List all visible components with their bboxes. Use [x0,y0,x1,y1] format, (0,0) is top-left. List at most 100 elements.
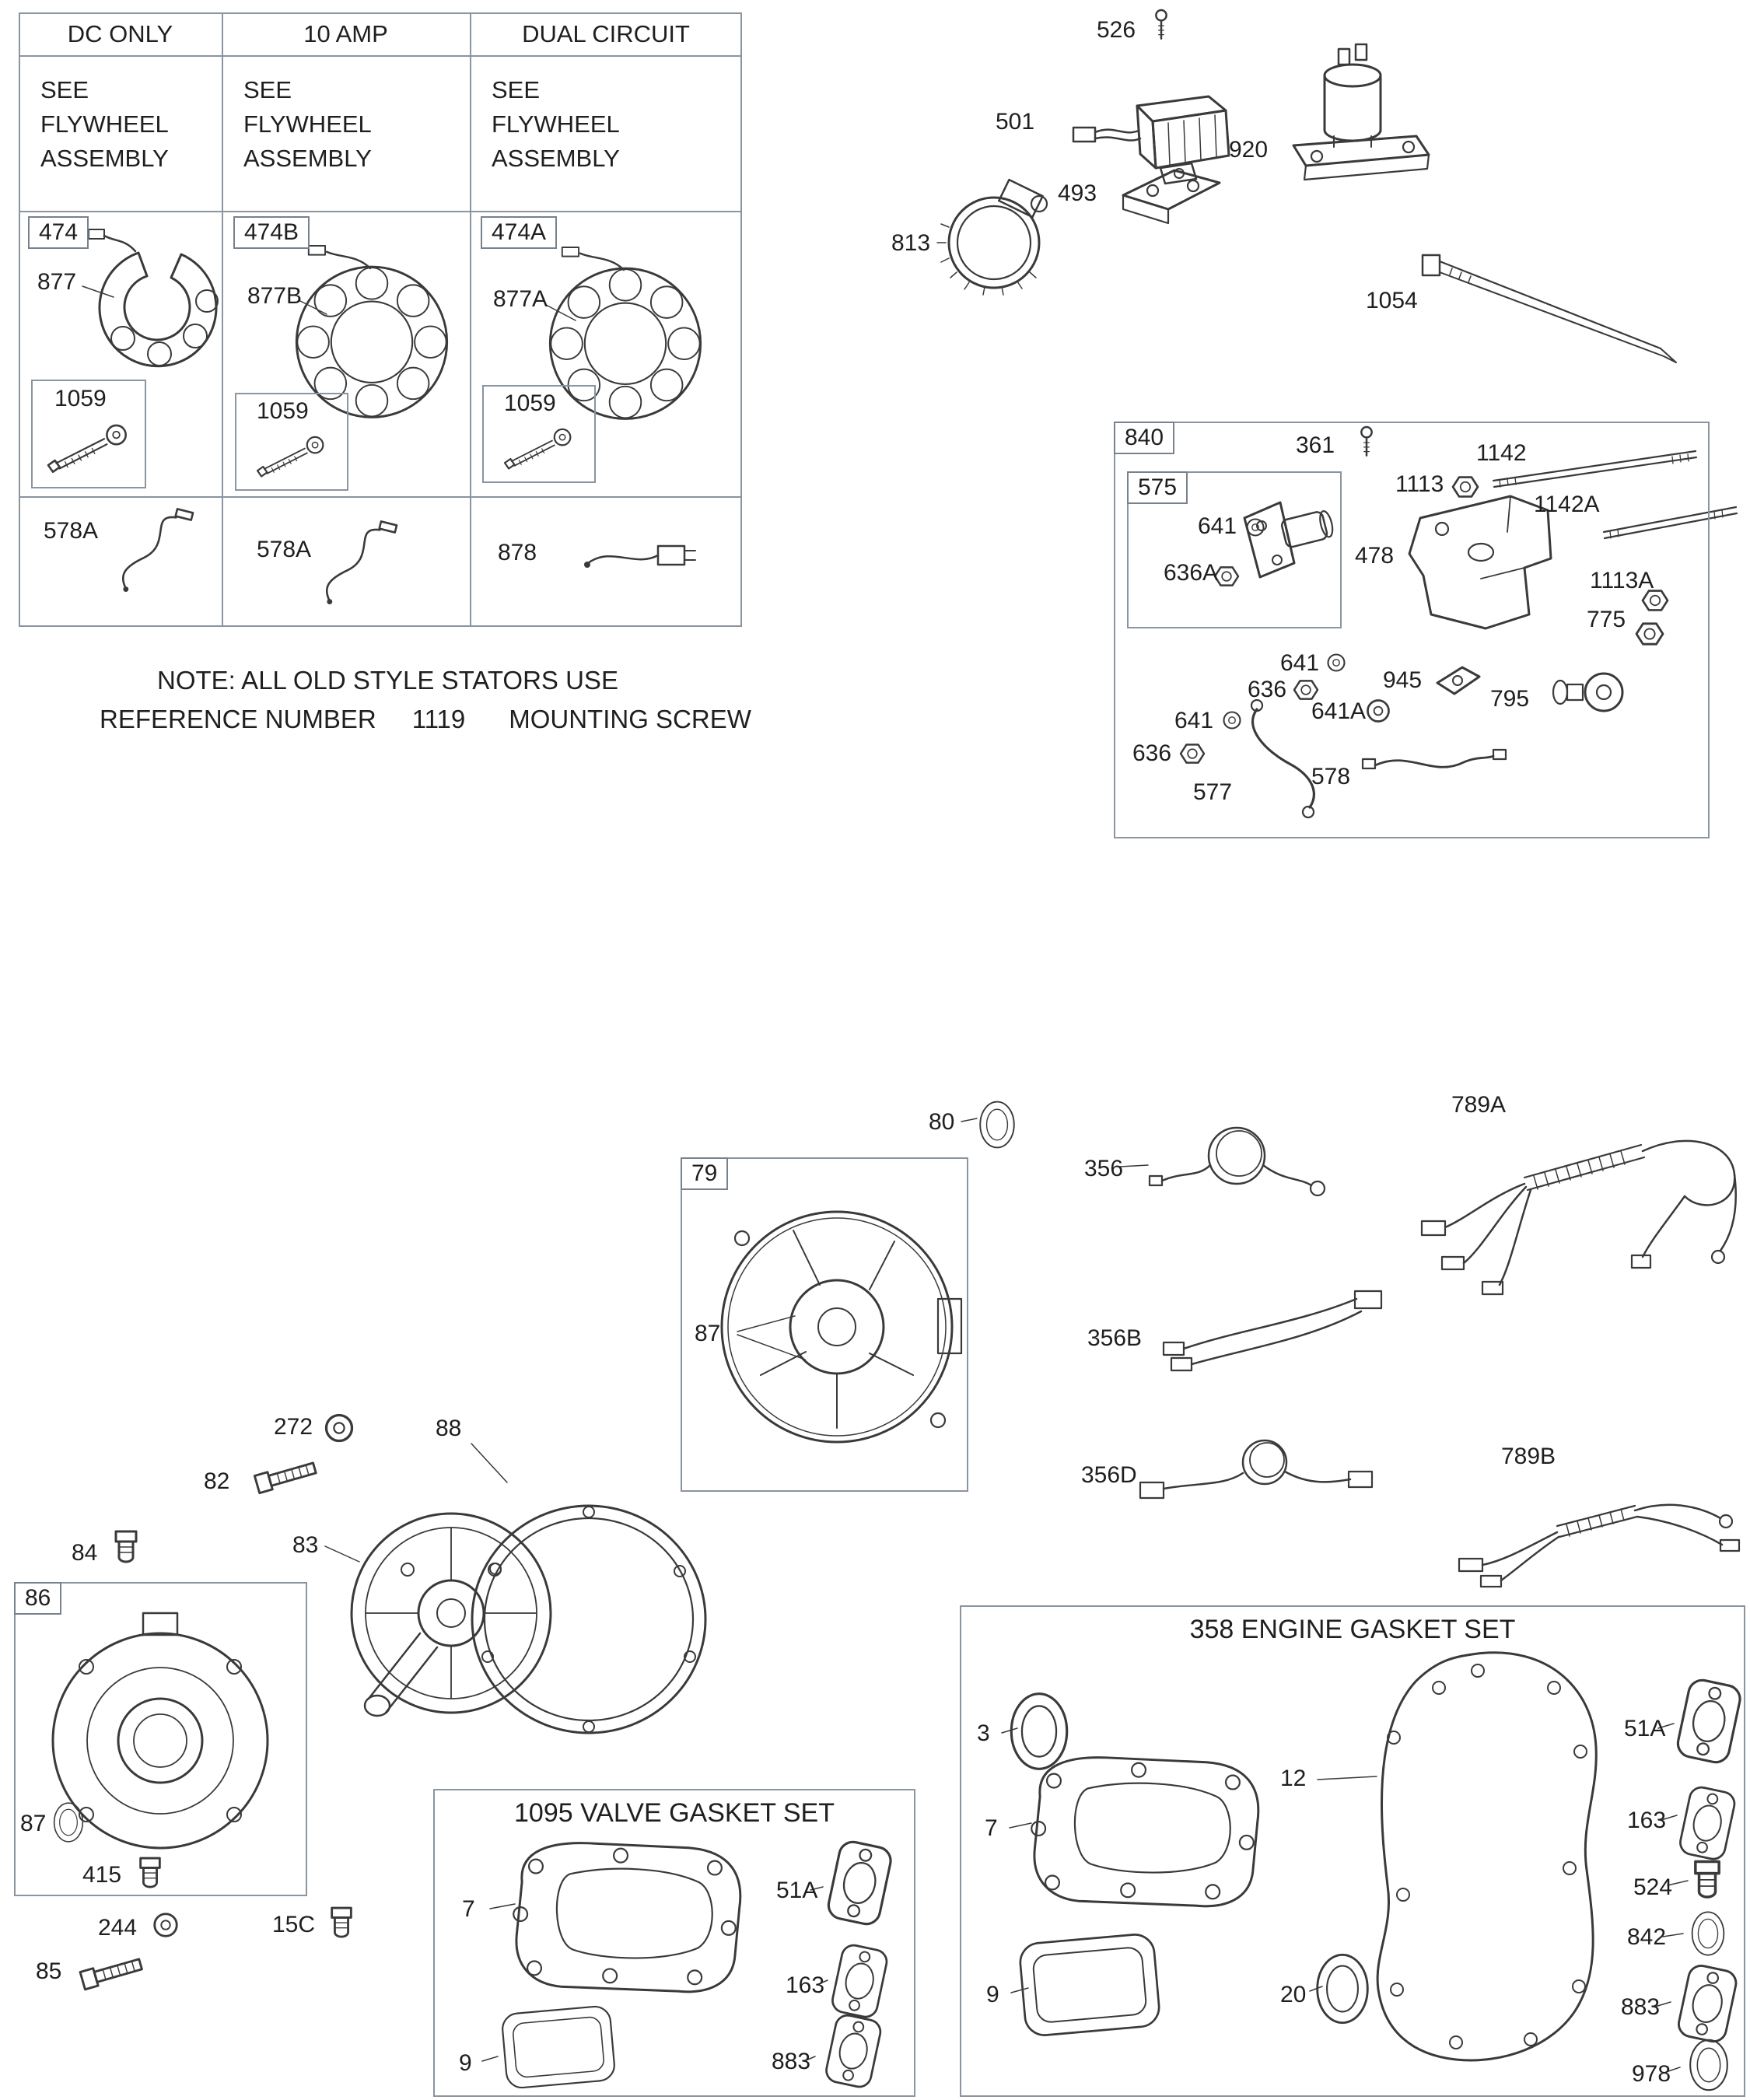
bolt-82-illustration [253,1458,318,1495]
part-label-789B: 789B [1501,1444,1556,1469]
part-label-493: 493 [1058,180,1097,206]
group-box-86 [14,1582,307,1896]
plug-84-illustration [114,1530,138,1563]
part-label-12: 12 [1280,1766,1307,1791]
part-label-883-engine: 883 [1621,1994,1661,2020]
table-divider-h3 [19,496,742,498]
part-label-87: 87 [695,1321,721,1346]
part-label-9-engine: 9 [986,1982,999,2007]
part-label-478: 478 [1355,543,1395,569]
see-line: FLYWHEEL [492,110,620,138]
part-label-641-1: 641 [1198,513,1237,539]
see-line: ASSEMBLY [492,145,620,172]
part-label-88: 88 [436,1416,462,1441]
part-label-877: 877 [37,269,77,295]
part-label-163-valve: 163 [786,1972,825,1998]
stator-table [19,12,742,627]
ref-label-1059-col3: 1059 [504,390,556,416]
part-label-883-valve: 883 [772,2049,811,2074]
bolt-85-illustration [79,1954,145,1991]
table-divider-v1 [222,12,223,627]
table-divider-h2 [19,211,742,212]
part-label-877A: 877A [493,286,548,312]
engine-gasket-set-box [960,1605,1745,2097]
part-label-636-3: 636 [1132,740,1172,766]
screw-box-col1 [31,380,146,488]
see-line: ASSEMBLY [243,145,372,172]
part-label-1142A: 1142A [1534,492,1600,517]
part-label-272: 272 [274,1414,313,1440]
part-label-641-3: 641 [1174,708,1214,733]
ref-label-1059-col1: 1059 [54,386,107,411]
part-label-163-engine: 163 [1627,1808,1667,1833]
part-label-51A-engine: 51A [1624,1716,1666,1741]
regulator-501-illustration [1072,95,1230,185]
washer-244-illustration [153,1913,178,1937]
part-label-84: 84 [72,1540,98,1566]
part-label-83: 83 [292,1532,319,1558]
table-divider-v2 [470,12,471,627]
part-label-1113: 1113 [1395,471,1444,497]
part-label-7-engine: 7 [985,1815,998,1841]
ref-label-1059-col2: 1059 [257,398,309,424]
harness-789B-illustration [1458,1503,1741,1588]
wire-356D-illustration [1139,1439,1374,1500]
part-label-636A: 636A [1164,560,1219,586]
part-label-82: 82 [204,1468,230,1494]
part-label-356: 356 [1084,1156,1124,1181]
group-box-575 [1127,471,1342,628]
group-box-840 [1114,422,1710,838]
column-header-10amp: 10 AMP [303,20,388,47]
ref-box-474: 474 [28,216,89,249]
part-label-356D: 356D [1081,1462,1137,1488]
see-line: SEE [492,76,541,103]
solenoid-920-illustration [1292,43,1430,181]
part-label-789A: 789A [1451,1092,1507,1118]
part-label-877B: 877B [247,283,303,309]
see-line: FLYWHEEL [243,110,372,138]
valve-gasket-set-title: 1095 VALVE GASKET SET [514,1798,835,1828]
part-label-361: 361 [1296,432,1335,458]
bracket-493-illustration [1122,169,1221,225]
screw-526-illustration [1155,9,1167,40]
part-label-1054: 1054 [1366,288,1418,313]
part-label-244: 244 [98,1915,138,1941]
part-label-501: 501 [996,109,1035,135]
part-label-578: 578 [1311,764,1351,789]
see-line: FLYWHEEL [40,110,169,138]
plug-15C-illustration [331,1906,352,1938]
part-label-641A: 641A [1311,698,1367,724]
harness-789A-illustration [1420,1139,1738,1296]
cable-tie-1054-illustration [1421,254,1677,363]
part-label-9-valve: 9 [459,2050,472,2076]
wires-356B-illustration [1162,1290,1383,1372]
note-suffix: MOUNTING SCREW [509,705,751,733]
part-label-80: 80 [929,1109,955,1135]
part-label-577: 577 [1193,779,1233,805]
part-label-20: 20 [1280,1982,1307,2007]
part-label-578A-col1: 578A [44,518,99,544]
part-label-795: 795 [1490,686,1530,712]
note-ref-1119: 1119 [411,705,466,733]
screw-box-col2 [235,393,348,491]
part-label-524: 524 [1633,1874,1673,1900]
ref-box-79: 79 [681,1157,729,1190]
washer-272-illustration [324,1413,354,1443]
part-label-415: 415 [82,1862,122,1888]
gasket-88-illustration [471,1504,707,1734]
part-label-1113A: 1113A [1590,568,1654,593]
part-label-51A-valve: 51A [776,1878,818,1903]
clamp-813-illustration [936,178,1048,296]
part-label-813: 813 [891,230,931,256]
part-label-7-valve: 7 [462,1896,475,1922]
see-line: ASSEMBLY [40,145,169,172]
column-header-dual-circuit: DUAL CIRCUIT [522,20,690,47]
part-label-636-2: 636 [1248,677,1287,702]
part-label-945: 945 [1383,667,1423,693]
part-label-526: 526 [1097,17,1136,43]
valve-gasket-set-box [433,1789,915,2097]
see-line: SEE [243,76,292,103]
ref-box-474A: 474A [481,216,558,249]
part-label-978: 978 [1632,2061,1671,2087]
